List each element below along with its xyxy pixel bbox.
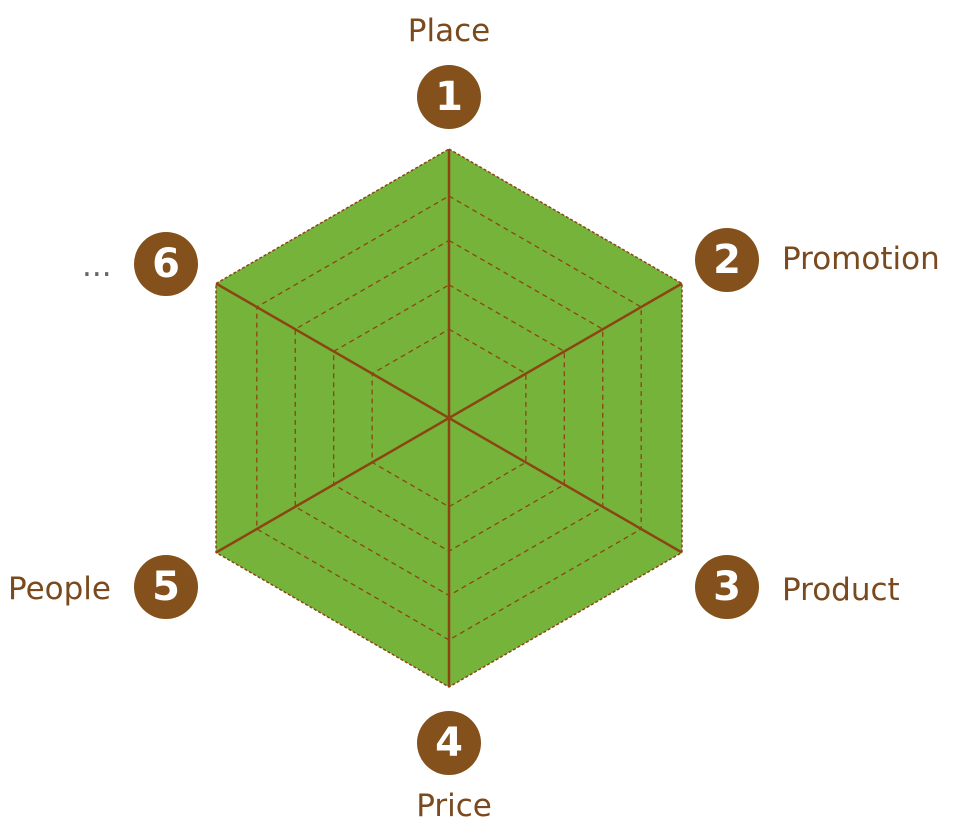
axis-label-price: Price [416, 788, 492, 824]
badge-number: 2 [713, 237, 741, 283]
badge-number: 3 [713, 564, 741, 610]
axis-badge-4: 4 [417, 711, 481, 775]
badge-number: 4 [435, 720, 463, 766]
axis-label-place: Place [407, 13, 491, 49]
axis-label-promotion: Promotion [782, 241, 940, 277]
axis-badge-3: 3 [695, 555, 759, 619]
axis-badge-5: 5 [134, 555, 198, 619]
axis-label-product: Product [782, 572, 900, 608]
axis-badge-1: 1 [417, 65, 481, 129]
badge-number: 6 [152, 241, 180, 287]
axis-badge-6: 6 [134, 232, 198, 296]
badge-number: 5 [152, 564, 180, 610]
axis-line-3 [215, 282, 683, 554]
axis-label-more: ... [82, 248, 112, 284]
axis-label-people: People [8, 571, 111, 607]
badge-number: 1 [435, 74, 463, 120]
axis-badge-2: 2 [695, 228, 759, 292]
